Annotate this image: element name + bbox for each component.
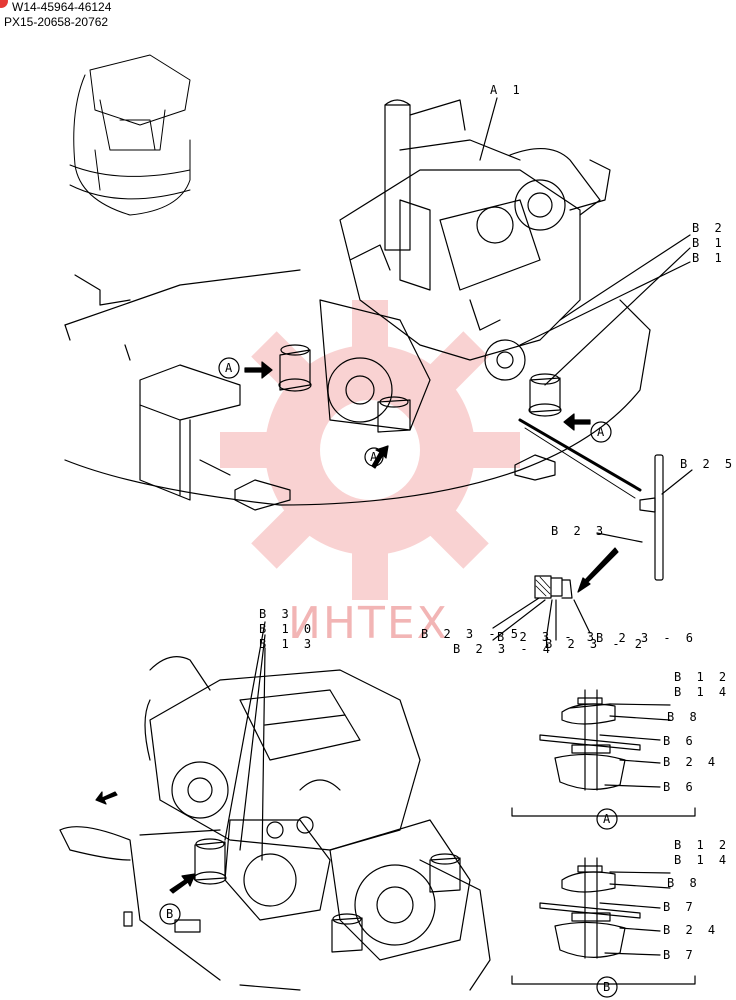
arrow-b-icon xyxy=(169,873,196,894)
serial-range-2: PX15-20658-20762 xyxy=(4,15,109,29)
view-a-label-1: A xyxy=(225,361,233,375)
fitting-b25 xyxy=(639,454,664,581)
view-a-marker-3 xyxy=(364,447,384,467)
view-a-marker-1 xyxy=(218,357,240,379)
mount-upper-left xyxy=(278,344,312,392)
detail-a-b6-top: B 6 xyxy=(663,734,697,748)
serial-range-1: W14-45964-46124 xyxy=(12,0,112,14)
callout-b23-5: B 2 3 - 5 xyxy=(421,627,523,641)
detail-a-label: A xyxy=(603,812,611,826)
mount-upper-right xyxy=(528,373,562,417)
mount-lower-left xyxy=(193,838,227,885)
lower-frame xyxy=(59,826,491,991)
callout-b23-4: B 2 3 - 4 xyxy=(453,642,555,656)
mount-lower-front xyxy=(331,913,363,953)
callout-b2: B 2 xyxy=(692,221,726,235)
detail-b-b7-top: B 7 xyxy=(663,900,697,914)
engine-block-upper xyxy=(319,139,601,431)
detail-b-label: B xyxy=(603,980,611,994)
detail-a-b12: B 1 2 xyxy=(674,670,731,684)
detail-b xyxy=(511,857,696,985)
engine-block-lower xyxy=(144,656,471,961)
arrow-a-right-icon xyxy=(563,413,591,431)
detail-b-b7-bottom: B 7 xyxy=(663,948,697,962)
view-a-label-2: A xyxy=(597,425,605,439)
view-b-marker xyxy=(159,903,181,925)
detail-a-b24: B 2 4 xyxy=(663,755,720,769)
callout-b25: B 2 5 xyxy=(680,457,736,471)
view-b-label: B xyxy=(166,907,174,921)
arrow-a-left-icon xyxy=(244,361,273,379)
hose xyxy=(518,418,642,492)
fitting-detail-b23 xyxy=(534,575,573,599)
watermark-text: ИНТЕХ xyxy=(288,598,449,649)
callout-b3: B 3 xyxy=(259,607,293,621)
callout-b13: B 1 3 xyxy=(259,637,316,651)
detail-a-b14: B 1 4 xyxy=(674,685,731,699)
detail-a-b6-bottom: B 6 xyxy=(663,780,697,794)
detail-b-b14: B 1 4 xyxy=(674,853,731,867)
detail-a xyxy=(511,689,696,817)
arrow-left-icon xyxy=(95,791,118,805)
detail-a-marker xyxy=(596,808,618,830)
callout-a1: A 1 xyxy=(490,83,524,97)
callout-b23-2: B 2 3 - 2 xyxy=(545,637,647,651)
mount-upper-front xyxy=(377,396,411,433)
upper-frame xyxy=(64,99,651,511)
view-a-label-3: A xyxy=(370,450,378,464)
red-corner-marker xyxy=(0,0,8,8)
excavator-thumbnail xyxy=(69,54,191,216)
detail-a-b8: B 8 xyxy=(667,710,701,724)
view-a-marker-2 xyxy=(590,421,612,443)
detail-b-b12: B 1 2 xyxy=(674,838,731,852)
callout-b1-b: B 1 xyxy=(692,251,726,265)
detail-b-marker xyxy=(596,976,618,998)
callout-b23: B 2 3 xyxy=(551,524,608,538)
detail-b-b24: B 2 4 xyxy=(663,923,720,937)
callout-b1-a: B 1 xyxy=(692,236,726,250)
callout-b10: B 1 0 xyxy=(259,622,316,636)
mount-lower-right xyxy=(429,853,461,893)
arrow-to-detail-icon xyxy=(577,547,619,593)
callout-b23-6: B 2 3 - 6 xyxy=(596,631,698,645)
detail-b-b8: B 8 xyxy=(667,876,701,890)
callout-b23-3: B 2 3 - 3 xyxy=(497,630,599,644)
